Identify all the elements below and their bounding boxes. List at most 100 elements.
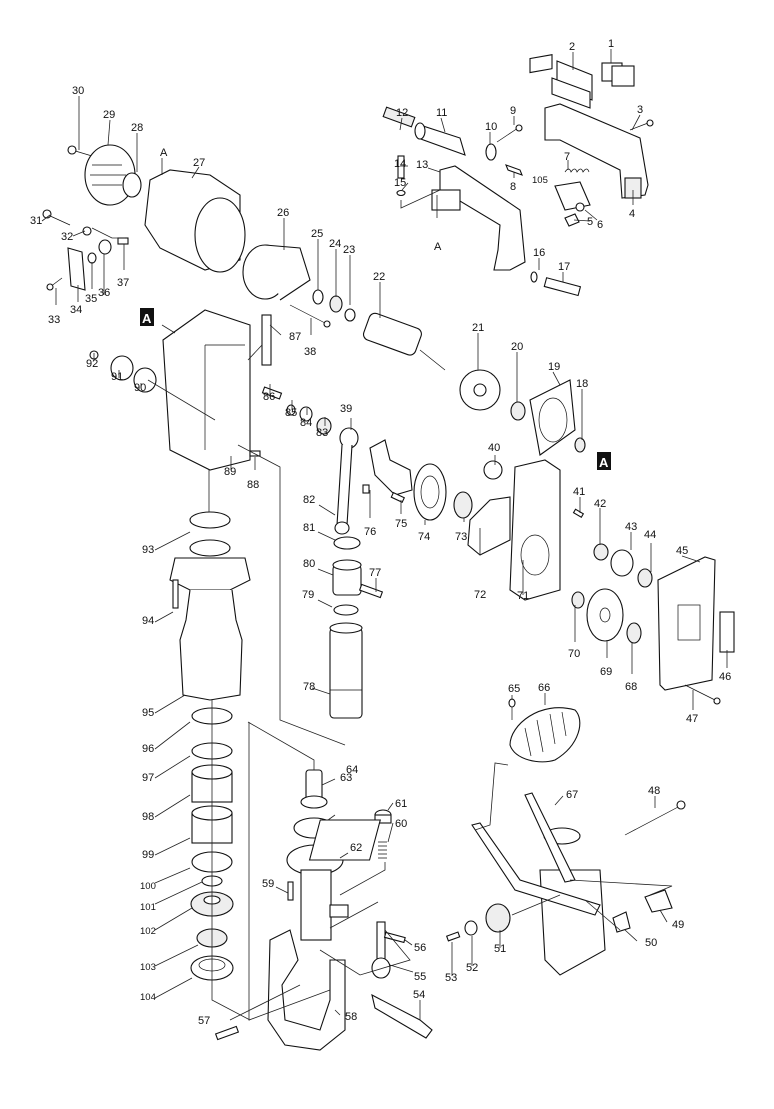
part-armature-22 <box>362 312 446 371</box>
part-number-84: 84 <box>300 417 312 429</box>
part-crankshaft-39 <box>369 439 413 496</box>
part-bearing-42 <box>593 543 609 561</box>
part-number-55: 55 <box>414 971 426 983</box>
part-number-71: 71 <box>517 590 529 602</box>
leader-lines <box>41 49 728 1021</box>
part-nut-50 <box>612 911 631 933</box>
part-brush-holder-cap-36 <box>98 239 112 255</box>
part-number-30: 30 <box>72 85 84 97</box>
part-number-97: 97 <box>142 772 154 784</box>
part-number-29: 29 <box>103 109 115 121</box>
part-bearing-44 <box>637 568 653 588</box>
part-handle-cover-4 <box>544 103 649 199</box>
part-number-44: 44 <box>644 529 656 541</box>
part-field-26 <box>242 244 311 301</box>
part-pin-57 <box>214 1025 240 1041</box>
ref-box-a-gear-plate: A <box>597 452 611 470</box>
part-screw-3 <box>629 119 654 131</box>
part-number-25: 25 <box>311 228 323 240</box>
part-number-61: 61 <box>395 798 407 810</box>
part-spring-7 <box>564 168 590 173</box>
part-o-ring-93 <box>189 511 231 529</box>
part-bearing-20 <box>510 401 526 421</box>
part-o-ring-28 <box>122 172 142 198</box>
ref-letter-a-gear-plate: A <box>599 455 609 470</box>
part-number-78: 78 <box>303 681 315 693</box>
part-number-59: 59 <box>262 878 274 890</box>
part-barrel-95 <box>169 539 251 701</box>
part-number-20: 20 <box>511 341 523 353</box>
part-number-81: 81 <box>303 522 315 534</box>
part-clip-65 <box>508 698 516 720</box>
part-bolt-9 <box>496 124 523 143</box>
part-number-39: 39 <box>340 403 352 415</box>
part-gear-cover-45 <box>657 556 716 691</box>
part-number-9: 9 <box>510 105 516 117</box>
part-gasket-72 <box>467 496 511 556</box>
part-number-37: 37 <box>117 277 129 289</box>
reference-markers: A A A A <box>140 147 611 470</box>
part-number-85: 85 <box>285 407 297 419</box>
part-number-16: 16 <box>533 247 545 259</box>
part-side-grip-12 <box>382 106 416 128</box>
part-number-53: 53 <box>445 972 457 984</box>
part-label-87 <box>261 314 272 366</box>
part-number-42: 42 <box>594 498 606 510</box>
part-number-76: 76 <box>364 526 376 538</box>
part-number-40: 40 <box>488 442 500 454</box>
part-gear-74 <box>413 463 447 521</box>
part-number-14: 14 <box>394 158 406 170</box>
part-number-72: 72 <box>474 589 486 601</box>
part-number-102: 102 <box>140 926 156 937</box>
part-number-36: 36 <box>98 287 110 299</box>
part-number-66: 66 <box>538 682 550 694</box>
part-number-4: 4 <box>629 208 635 220</box>
part-number-69: 69 <box>600 666 612 678</box>
part-bearing-24 <box>329 295 343 313</box>
part-number-63: 63 <box>340 772 352 784</box>
part-number-17: 17 <box>558 261 570 273</box>
part-number-99: 99 <box>142 849 154 861</box>
part-number-74: 74 <box>418 531 430 543</box>
part-switch-1 <box>601 62 635 87</box>
part-yoke-58 <box>267 929 346 1051</box>
part-number-64: 64 <box>346 764 358 776</box>
part-leaf-8 <box>505 164 523 176</box>
part-number-41: 41 <box>573 486 585 498</box>
part-brush-35 <box>87 252 97 264</box>
part-number-75: 75 <box>395 518 407 530</box>
part-number-101: 101 <box>140 902 156 913</box>
part-lever-6 <box>554 181 591 212</box>
part-number-95: 95 <box>142 707 154 719</box>
part-number-26: 26 <box>277 207 289 219</box>
part-number-19: 19 <box>548 361 560 373</box>
part-number-96: 96 <box>142 743 154 755</box>
part-number-45: 45 <box>676 545 688 557</box>
part-number-52: 52 <box>466 962 478 974</box>
part-number-11: 11 <box>436 107 447 119</box>
part-number-86: 86 <box>263 391 275 403</box>
part-number-3: 3 <box>637 104 643 116</box>
part-number-13: 13 <box>416 159 428 171</box>
part-number-34: 34 <box>70 304 82 316</box>
part-grip-11 <box>414 122 466 156</box>
part-carbon-brush-37 <box>117 237 129 245</box>
part-screw-75 <box>390 491 406 503</box>
part-screw-38 <box>289 304 331 328</box>
part-nameplate-2 <box>551 60 593 109</box>
part-pin-56 <box>383 931 406 944</box>
part-number-58: 58 <box>345 1011 357 1023</box>
part-number-28: 28 <box>131 122 143 134</box>
part-number-104: 104 <box>140 992 156 1003</box>
part-number-35: 35 <box>85 293 97 305</box>
part-artwork <box>42 54 735 1051</box>
ref-letter-a-handle: A <box>434 241 442 253</box>
part-pin-5 <box>564 213 580 227</box>
part-number-57: 57 <box>198 1015 210 1027</box>
part-number-70: 70 <box>568 648 580 660</box>
part-number-88: 88 <box>247 479 259 491</box>
part-number-87: 87 <box>289 331 301 343</box>
part-screw-59 <box>287 881 294 901</box>
part-plate-34 <box>67 247 86 291</box>
